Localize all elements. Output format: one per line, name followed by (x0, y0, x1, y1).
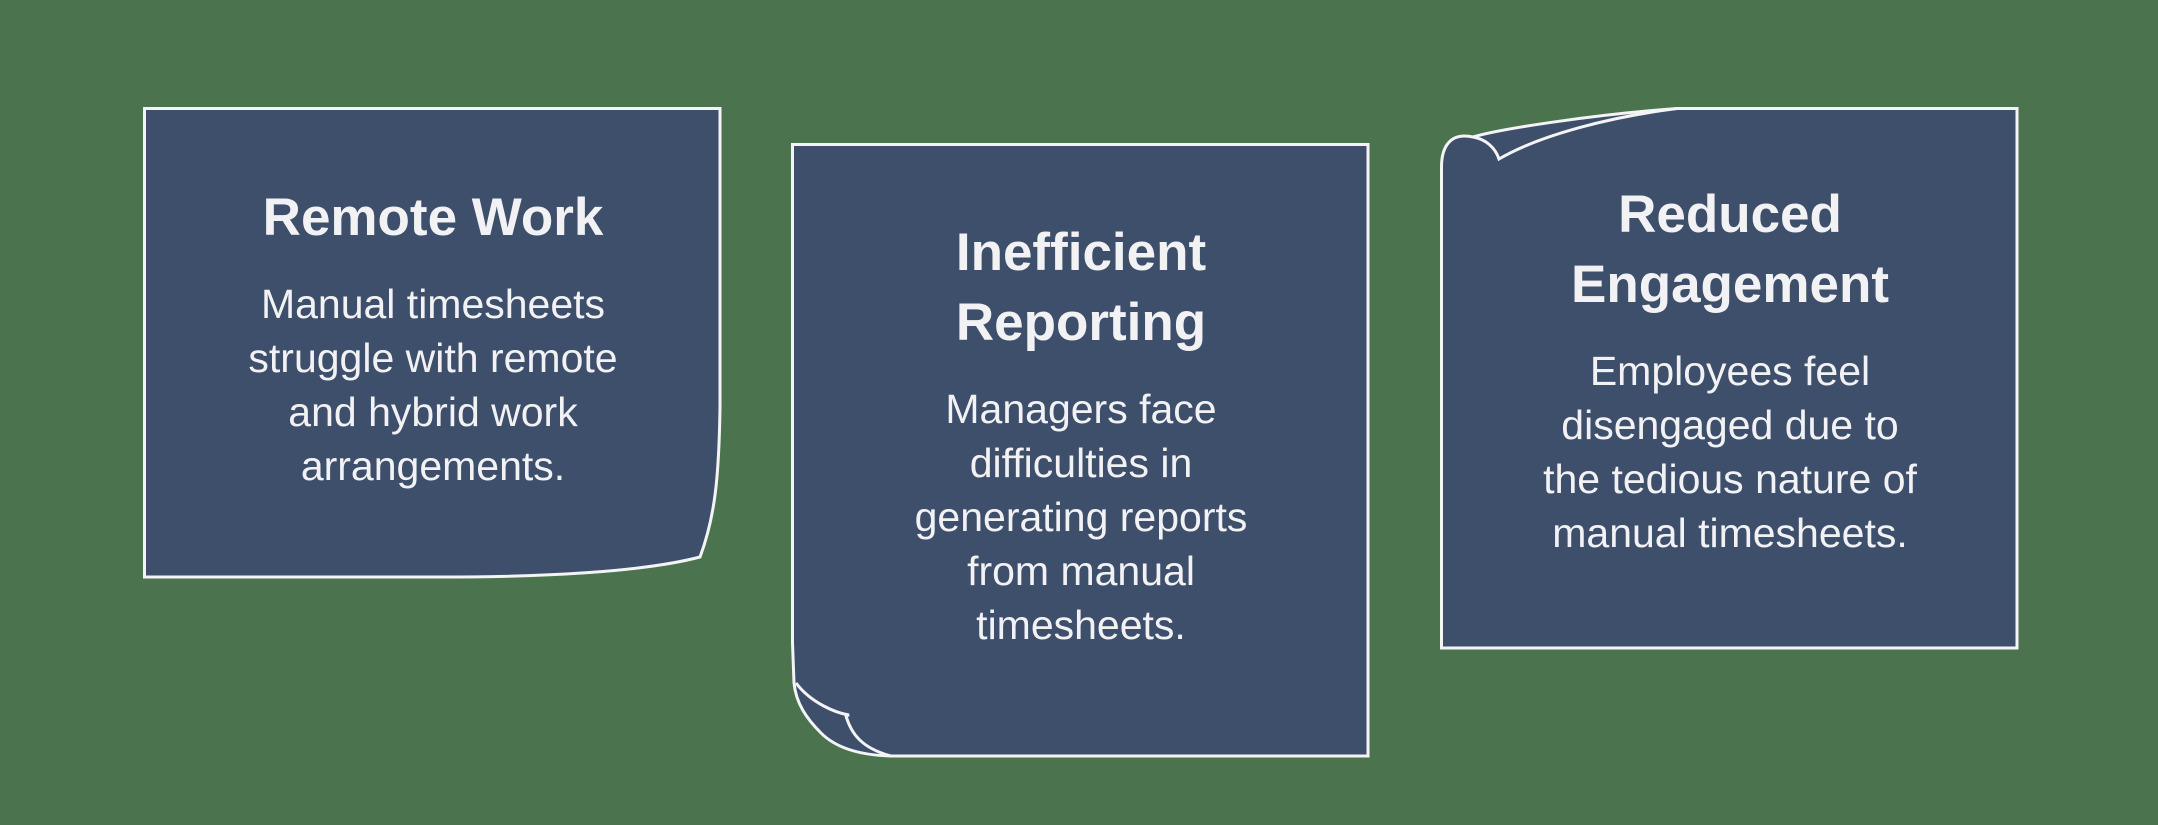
card-inefficient-reporting: Inefficient Reporting Managers face diff… (791, 143, 1371, 759)
card-description-line: disengaged due to (1561, 402, 1899, 448)
card-title: Remote Work (262, 188, 604, 247)
card-description-line: Managers face (945, 386, 1217, 432)
note-paper-shape (143, 107, 722, 579)
card-description-line: Employees feel (1589, 348, 1871, 394)
card-description-line: Manual timesheets (260, 281, 606, 327)
card-description-line: struggle with remote (248, 335, 618, 381)
note-paper-shape (1440, 107, 2019, 650)
card-description-line: and hybrid work (288, 389, 578, 435)
card-title: Engagement (1570, 255, 1890, 314)
page-curl-icon (794, 682, 892, 758)
card-reduced-engagement: Reduced Engagement Employees feel diseng… (1440, 107, 2020, 651)
card-description-line: generating reports (914, 494, 1248, 540)
card-title: Inefficient (955, 223, 1207, 282)
page-curl-icon (1472, 107, 1678, 162)
card-description-line: difficulties in (969, 440, 1193, 486)
note-paper-shape (791, 143, 1370, 758)
card-description-line: arrangements. (300, 443, 566, 489)
card-description-line: manual timesheets. (1552, 510, 1908, 556)
card-description-line: timesheets. (976, 602, 1186, 648)
card-title: Reporting (955, 293, 1207, 352)
card-description-line: the tedious nature of (1543, 456, 1917, 502)
card-title: Reduced (1618, 185, 1842, 244)
card-description-line: from manual (967, 548, 1195, 594)
card-remote-work: Remote Work Manual timesheets struggle w… (143, 107, 723, 579)
